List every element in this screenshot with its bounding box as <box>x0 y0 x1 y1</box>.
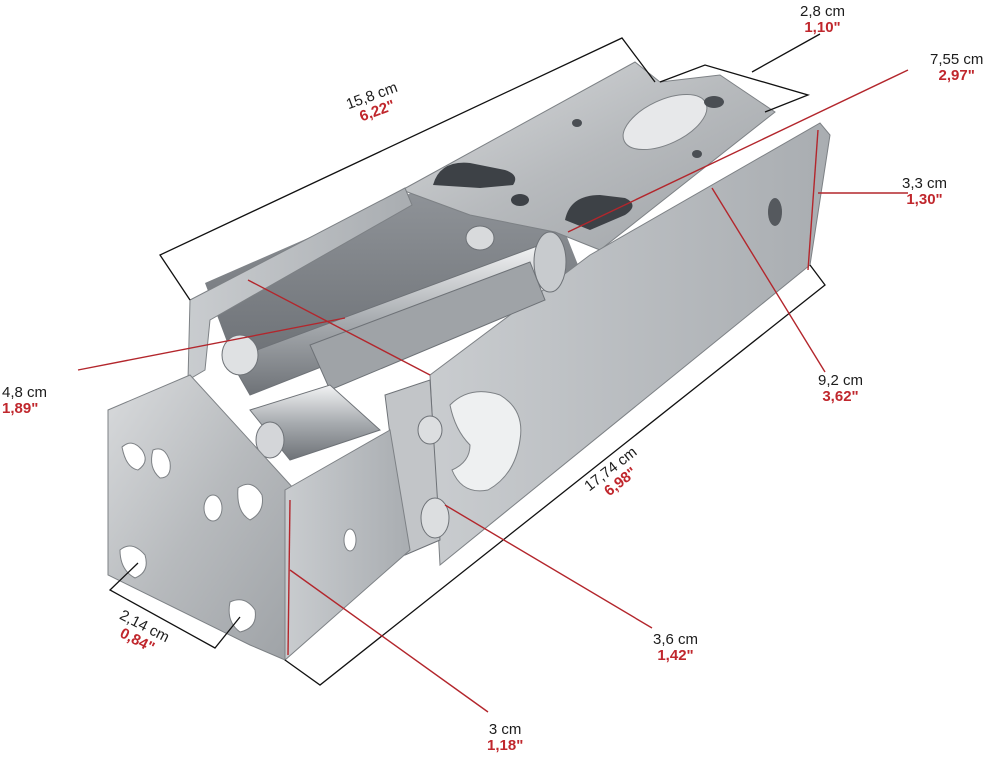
label-cm: 2,8 cm <box>800 3 846 20</box>
leader-side-height-v <box>807 129 819 271</box>
leader-lines <box>77 69 909 713</box>
dim-length-top <box>159 37 656 301</box>
bracket-slot <box>237 483 263 521</box>
label-diagonal-mid: 9,2 cm 3,62" <box>818 373 863 405</box>
label-side-height: 3,3 cm 1,30" <box>902 176 947 208</box>
leader-diagonal-mid <box>711 187 826 373</box>
dim-front-width <box>108 562 241 649</box>
plate-keyhole-2 <box>565 195 633 230</box>
dim-tab-leader <box>751 33 821 73</box>
label-cm: 4,8 cm <box>2 384 48 401</box>
label-pivot-offset: 3,6 cm 1,42" <box>653 632 698 664</box>
bracket-hole <box>203 494 223 522</box>
label-inch: 3,62" <box>822 387 859 405</box>
label-cm: 9,2 cm <box>818 372 864 389</box>
label-inch: 1,18" <box>487 736 524 754</box>
label-inch: 2,97" <box>938 66 975 84</box>
leader-inner-width <box>77 317 346 371</box>
label-diagonal-top: 7,55 cm 2,97" <box>930 52 983 84</box>
label-cm: 3,3 cm <box>902 175 948 192</box>
label-inch: 1,30" <box>906 190 943 208</box>
dimension-lines <box>108 33 826 686</box>
plate-hole <box>692 150 702 158</box>
leader-inner-width-2 <box>247 279 431 376</box>
dim-tab-width <box>659 64 811 113</box>
bracket-slot <box>119 545 147 579</box>
plate-keyhole <box>433 162 516 188</box>
arm-pivot-rivet-lower <box>420 497 450 539</box>
side-wall-hole <box>768 198 782 226</box>
leader-diagonal-top <box>567 69 909 233</box>
label-cm: 3 cm <box>488 721 522 738</box>
bracket-slot <box>228 599 256 633</box>
label-tab-width: 2,8 cm 1,10" <box>800 4 845 36</box>
bracket-slot <box>121 442 146 471</box>
label-cm: 7,55 cm <box>930 51 984 68</box>
label-inch: 1,89" <box>2 399 39 417</box>
leader-pivot <box>444 504 653 629</box>
label-front-height: 3 cm 1,18" <box>487 722 523 754</box>
label-cm: 3,6 cm <box>653 631 699 648</box>
leader-front-edge <box>287 499 291 656</box>
label-inch: 1,10" <box>804 18 841 36</box>
label-inner-width: 4,8 cm 1,89" <box>2 385 47 417</box>
plate-hole <box>572 119 582 127</box>
label-inch: 1,42" <box>657 646 694 664</box>
arm-pivot-rivet <box>417 415 443 445</box>
leader-front-height <box>289 569 489 713</box>
bracket-slot <box>151 448 171 479</box>
hinge-illustration <box>107 61 831 662</box>
spring-rod-assembly <box>221 225 567 461</box>
bracket-hole <box>343 528 357 552</box>
plate-hole <box>511 194 529 206</box>
cam-cutout <box>449 391 522 492</box>
plate-hole <box>704 96 724 108</box>
dim-length-bottom <box>284 264 826 686</box>
